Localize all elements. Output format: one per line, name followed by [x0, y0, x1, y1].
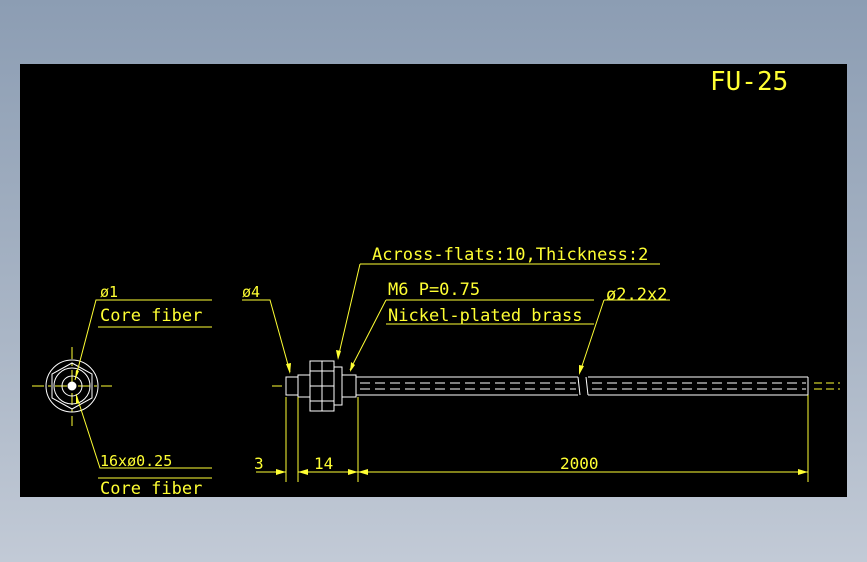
- side-leaders: [242, 263, 670, 373]
- sleeve-dia-label: ø2.2x2: [606, 285, 667, 305]
- dim-cable-length: 2000: [560, 454, 599, 473]
- tip-dia-arrow: [286, 363, 291, 374]
- sleeve-dia-arrow: [579, 365, 584, 375]
- thread-leader: [349, 299, 387, 371]
- sleeve-dia-leader: [579, 299, 605, 373]
- washer-side: [333, 366, 343, 406]
- core-dia-leader: [74, 299, 212, 381]
- core-dia-label: ø1: [100, 283, 118, 301]
- end-view-core: [67, 381, 77, 391]
- end-view-inner-circle: [61, 375, 83, 397]
- dim-arrow-thread-left: [298, 469, 308, 475]
- end-view-leaders: [74, 299, 212, 469]
- core-fiber-label-top: Core fiber: [100, 306, 202, 326]
- side-centerline-right: [814, 382, 840, 390]
- cad-drawing-canvas: FU-25 ø1 Core fiber 16xø0.25 Core fiber: [20, 64, 847, 499]
- dimension-lines: [256, 395, 809, 482]
- dim-arrow-cable-left: [358, 469, 368, 475]
- tip-body: [285, 376, 299, 396]
- dim-tip-length: 3: [254, 454, 264, 473]
- sleeve-break-1: [577, 376, 581, 396]
- hidden-core-lines: [360, 382, 806, 390]
- material-label: Nickel-plated brass: [388, 306, 582, 326]
- across-flats-leader: [337, 263, 361, 359]
- core-count-leader: [75, 393, 212, 469]
- end-view-mid-circle: [53, 367, 91, 405]
- across-flats-label: Across-flats:10,Thickness:2: [372, 245, 648, 265]
- thread-arrow: [350, 362, 355, 372]
- core-dia-arrow: [75, 370, 79, 380]
- end-view: [32, 347, 112, 426]
- dim-arrow-tip: [276, 469, 286, 475]
- core-count-label: 16xø0.25: [100, 452, 172, 470]
- across-flats-arrow: [336, 350, 341, 360]
- dim-arrow-cable-right: [798, 469, 808, 475]
- dim-arrow-thread-right: [348, 469, 358, 475]
- drawing-title: FU-25: [710, 67, 788, 97]
- dim-thread-length: 14: [314, 454, 333, 473]
- sleeve-break-2: [585, 376, 589, 396]
- side-view: [272, 360, 809, 412]
- core-count-arrow: [76, 394, 79, 404]
- thread-body-left: [297, 374, 311, 398]
- thread-label: M6 P=0.75: [388, 280, 480, 300]
- thread-body-right: [341, 374, 357, 398]
- end-view-outer-circle: [45, 359, 99, 413]
- tip-dia-leader: [242, 299, 291, 373]
- tip-dia-label: ø4: [242, 283, 260, 301]
- fiber-unit-drawing: FU-25 ø1 Core fiber 16xø0.25 Core fiber: [32, 67, 840, 499]
- core-fiber-label-bottom: Core fiber: [100, 479, 202, 497]
- end-view-hex-nut: [51, 362, 93, 410]
